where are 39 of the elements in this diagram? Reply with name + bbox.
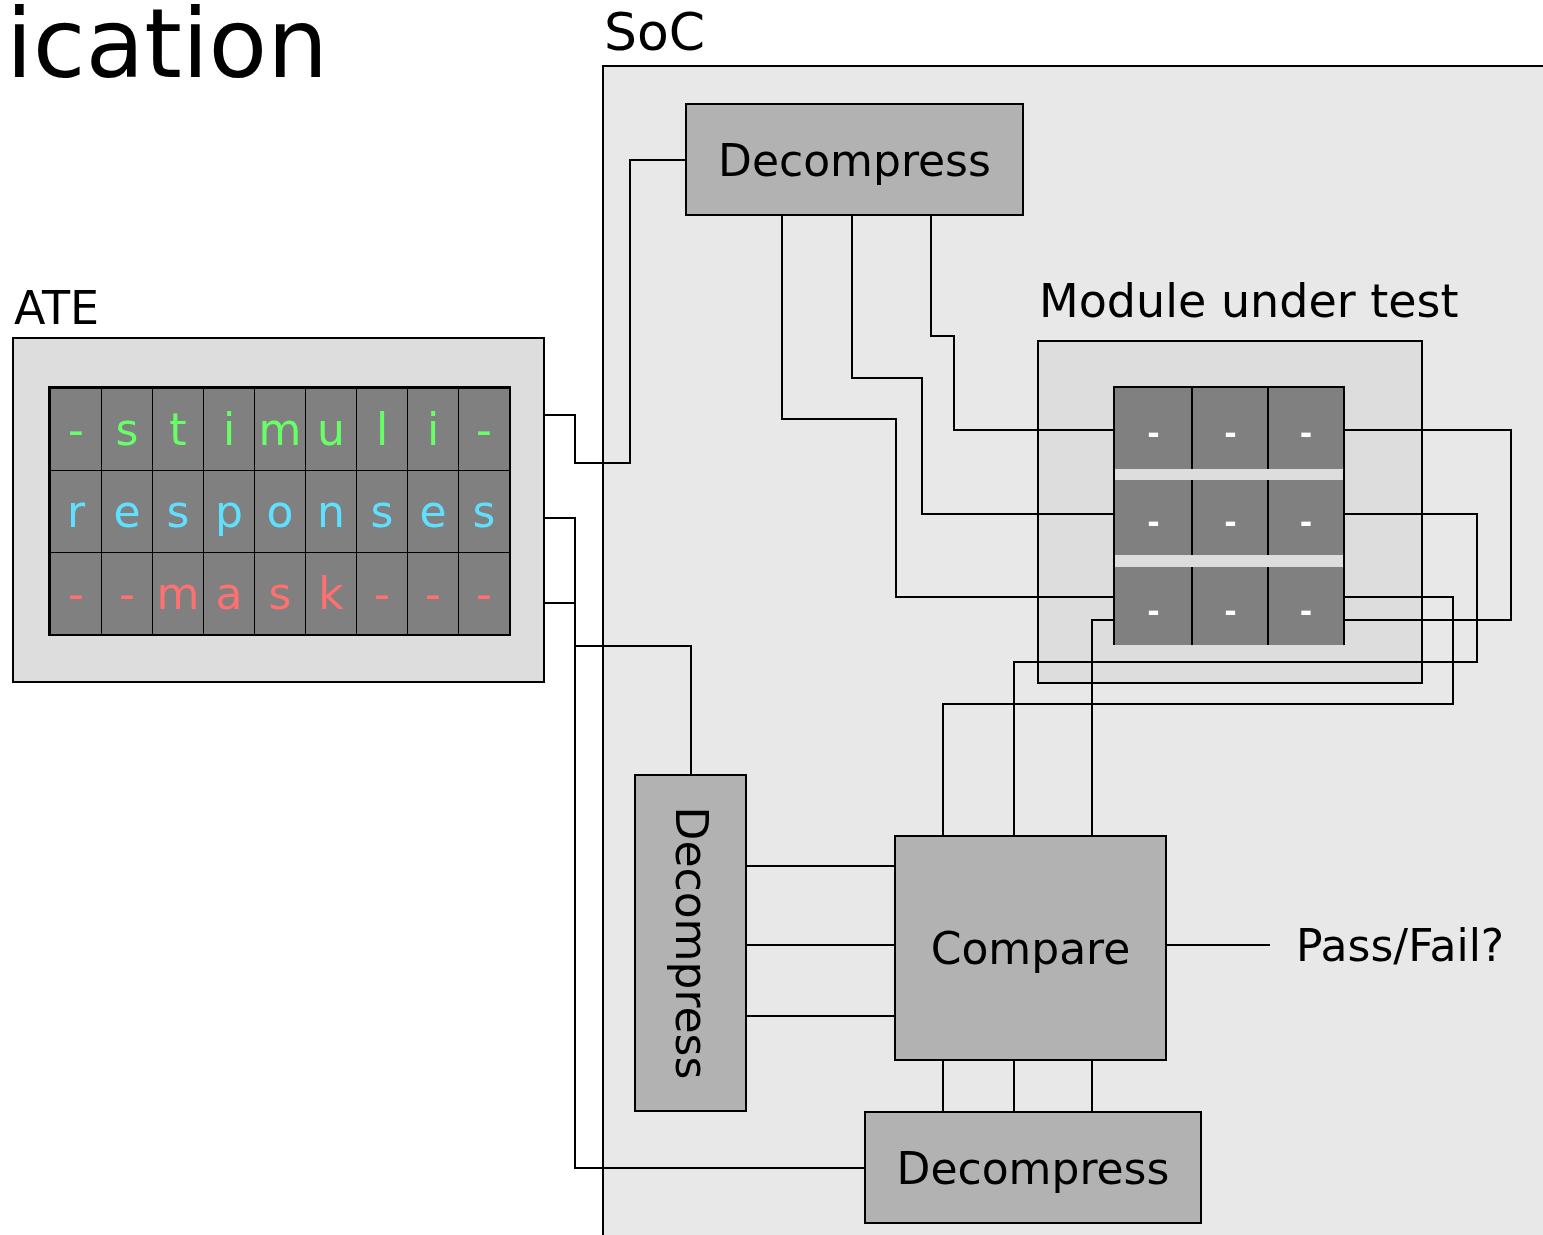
grid-cell: - bbox=[1115, 388, 1192, 469]
process-box bbox=[894, 835, 1167, 1061]
process-box bbox=[864, 1111, 1202, 1224]
grid-cell: - bbox=[50, 388, 102, 471]
process-box bbox=[634, 774, 747, 1112]
ate-heading: ATE bbox=[14, 281, 100, 337]
grid-cell: - bbox=[1267, 567, 1343, 645]
connector-line bbox=[1013, 1060, 1015, 1112]
grid-cell: - bbox=[1267, 480, 1343, 555]
process-box bbox=[685, 103, 1024, 216]
connector-line bbox=[781, 215, 1114, 598]
connector-line bbox=[746, 865, 895, 867]
status-text: Pass/Fail? bbox=[1296, 919, 1505, 971]
box-label: Decompress bbox=[668, 806, 713, 1080]
grid-block bbox=[1113, 386, 1345, 645]
module-heading: Module under test bbox=[1039, 274, 1459, 330]
grid-cell: - bbox=[1191, 567, 1268, 645]
connector-line bbox=[1166, 944, 1271, 946]
grid-cell: - bbox=[1115, 480, 1192, 555]
soc-heading: SoC bbox=[604, 1, 706, 64]
connector-line bbox=[942, 596, 1454, 836]
grid-cell: - bbox=[1191, 388, 1268, 469]
connector-line bbox=[544, 517, 865, 1169]
box-label: Decompress bbox=[896, 1142, 1170, 1193]
connector-line bbox=[1091, 1060, 1093, 1112]
connector-line bbox=[1013, 513, 1478, 836]
grid-cell: - bbox=[1267, 388, 1343, 469]
connector-line bbox=[746, 1015, 895, 1017]
box-label: Decompress bbox=[718, 134, 991, 185]
title: ication bbox=[6, 0, 329, 98]
connector-line bbox=[544, 602, 692, 775]
connector-line bbox=[930, 215, 1114, 431]
connector-line bbox=[544, 159, 686, 464]
connector-line bbox=[942, 1060, 944, 1112]
grid-cell: - bbox=[1191, 480, 1268, 555]
connector-line bbox=[746, 944, 895, 946]
box-label: Compare bbox=[930, 922, 1131, 974]
grid-cell: - bbox=[1115, 567, 1192, 645]
connector-line bbox=[851, 215, 1114, 515]
